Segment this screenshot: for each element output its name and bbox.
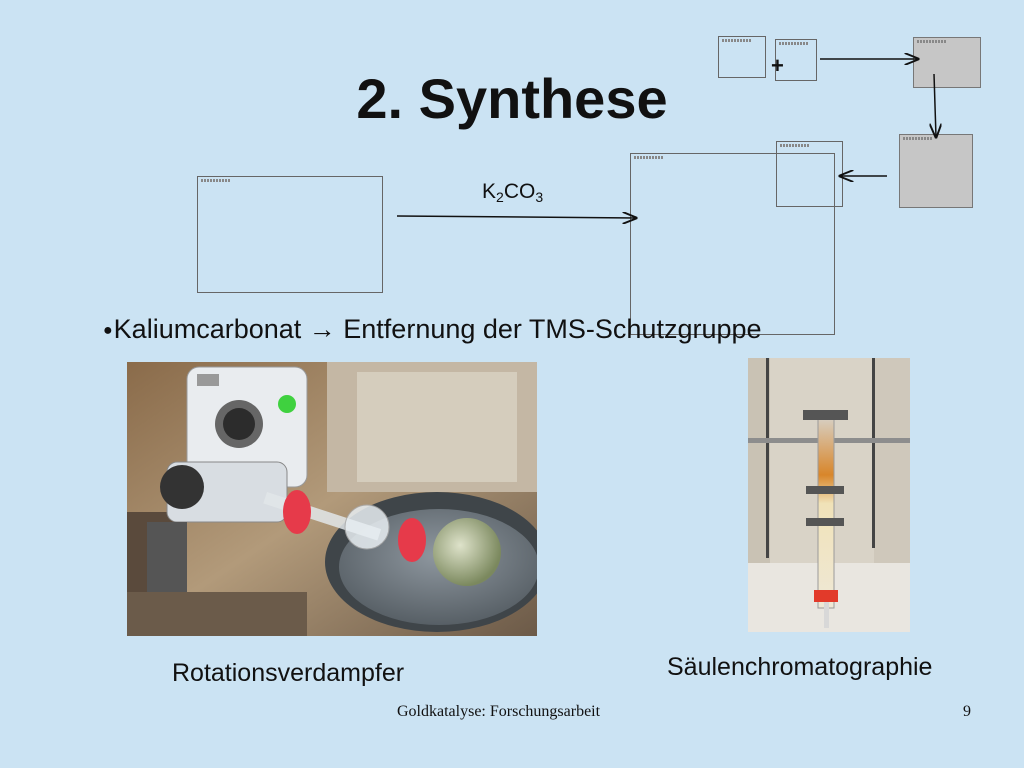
caption-column-chromatography: Säulenchromatographie bbox=[667, 653, 933, 681]
structure-placeholder-3 bbox=[913, 37, 981, 88]
product-structure bbox=[630, 153, 835, 335]
footer-text: Goldkatalyse: Forschungsarbeit bbox=[397, 703, 601, 720]
slide-title: 2. Synthese bbox=[356, 67, 668, 130]
rotary-evaporator-photo bbox=[127, 362, 537, 636]
arrow-down-icon bbox=[934, 73, 936, 137]
structure-placeholder-1 bbox=[718, 36, 766, 78]
page-number: 9 bbox=[963, 703, 971, 720]
plus-sign: + bbox=[771, 53, 784, 78]
reagent-label: K2CO3 bbox=[482, 180, 544, 205]
starting-material-structure bbox=[197, 176, 383, 293]
structure-placeholder-2 bbox=[775, 39, 817, 81]
caption-rotary-evaporator: Rotationsverdampfer bbox=[172, 659, 405, 687]
column-chromatography-photo bbox=[748, 358, 910, 632]
arrow-right-icon bbox=[396, 216, 636, 218]
bullet-dot-icon: ● bbox=[103, 322, 113, 339]
structure-placeholder-4 bbox=[899, 134, 973, 208]
bullet-point: ●Kaliumcarbonat → Entfernung der TMS-Sch… bbox=[103, 314, 762, 344]
